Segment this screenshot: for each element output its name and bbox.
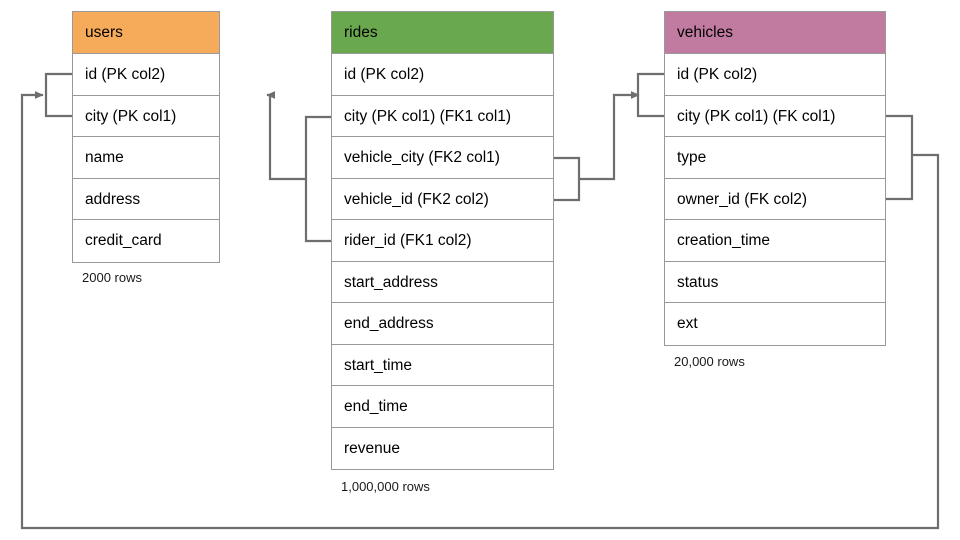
field-row[interactable]: owner_id (FK col2) [665,179,885,220]
connector-bracket-rides-left [304,115,331,243]
entity-header-rides: rides [332,12,553,54]
field-row[interactable]: credit_card [85,232,162,249]
field-row[interactable]: rider_id (FK1 col2) [332,220,553,262]
connector-rides-fk1-to-users [266,91,306,181]
field-row[interactable]: revenue [344,439,401,457]
field-row[interactable]: type [665,137,885,179]
entity-vehicles[interactable]: vehicles id (PK col2) city (PK col1) (FK… [664,11,886,346]
entity-header-users: users [73,12,219,54]
field-row[interactable]: name [73,137,219,179]
field-row[interactable]: city (PK col1) (FK1 col1) [332,96,553,137]
field-row[interactable]: start_address [332,262,553,303]
field-row[interactable]: ext [677,315,698,332]
field-row[interactable]: vehicle_city (FK2 col1) [332,137,553,179]
field-row[interactable]: city (PK col1) [73,96,219,137]
field-row[interactable]: id (PK col2) [73,54,219,96]
connector-bracket-users-left [44,72,72,118]
connector-rides-fk2-to-vehicles [579,91,640,181]
entity-rides[interactable]: rides id (PK col2) city (PK col1) (FK1 c… [331,11,554,470]
entity-users[interactable]: users id (PK col2) city (PK col1) name a… [72,11,220,263]
field-row[interactable]: creation_time [665,220,885,262]
connector-bracket-rides-right [554,156,581,202]
field-row[interactable]: city (PK col1) (FK col1) [665,96,885,137]
field-row[interactable]: status [665,262,885,303]
field-row[interactable]: vehicle_id (FK2 col2) [332,179,553,220]
entity-header-vehicles: vehicles [665,12,885,54]
row-count-vehicles: 20,000 rows [674,354,745,369]
field-row[interactable]: address [73,179,219,220]
field-row[interactable]: start_time [332,345,553,386]
field-row[interactable]: id (PK col2) [332,54,553,96]
field-row[interactable]: end_time [332,386,553,428]
connector-bracket-vehicles-right [886,114,914,201]
row-count-rides: 1,000,000 rows [341,479,430,494]
connector-bracket-vehicles-left [636,72,664,118]
row-count-users: 2000 rows [82,270,142,285]
field-row[interactable]: id (PK col2) [665,54,885,96]
field-row[interactable]: end_address [332,303,553,345]
